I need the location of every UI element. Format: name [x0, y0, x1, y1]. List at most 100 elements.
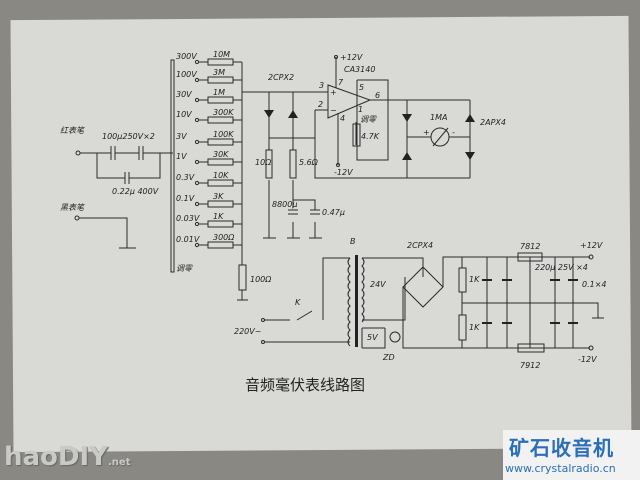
transformer-label: B: [350, 237, 356, 246]
range-resistor-label: 3K: [213, 192, 224, 201]
lamp-icon: [389, 331, 401, 343]
opamp-triangle: [327, 84, 372, 119]
range-resistor-label: 10K: [213, 171, 229, 180]
regulator-7812: [517, 252, 543, 262]
range-resistor: [207, 241, 234, 249]
range-resistor-label: 3M: [213, 68, 225, 77]
supply-wires: [402, 256, 604, 349]
bridge-label: 2CPX4: [407, 241, 433, 250]
bus-ground: [237, 290, 248, 301]
range-resistor: [207, 220, 234, 228]
bus-resistor-label: 100Ω: [250, 275, 272, 284]
range-label: 0.1V: [176, 194, 195, 203]
diagram-title: 音频毫伏表线路图: [245, 376, 365, 394]
range-label: 0.03V: [176, 214, 200, 223]
range-resistor-label: 30K: [213, 150, 229, 159]
out-neg-label: -12V: [578, 355, 597, 364]
black-probe-label: 黑表笔: [60, 203, 85, 212]
range-contact[interactable]: [194, 201, 200, 207]
range-contact[interactable]: [194, 139, 200, 145]
small-caps-label: 0.1×4: [582, 280, 607, 289]
bypass-cap-label: 0.22μ 400V: [112, 187, 159, 196]
range-resistor-label: 10M: [213, 50, 230, 59]
reg-neg-label: 7912: [520, 361, 540, 370]
out-pos-terminal: [588, 254, 594, 260]
vminus-terminal: [336, 163, 340, 167]
range-contact[interactable]: [194, 59, 200, 65]
switch-label[interactable]: K: [295, 298, 301, 307]
pin-4: 4: [340, 114, 345, 123]
meter-plus: +: [423, 128, 430, 137]
range-switch-wiper[interactable]: [170, 59, 175, 273]
pot-value: 4.7K: [361, 132, 380, 141]
range-resistor: [207, 58, 234, 66]
range-contact[interactable]: [194, 242, 200, 248]
range-resistor: [207, 138, 234, 146]
out-neg-terminal: [588, 345, 594, 351]
meter-diode-icons: [402, 114, 475, 160]
red-probe-terminal: [75, 150, 81, 156]
pot-label: 调零: [360, 115, 377, 124]
bridge-rectifier: [402, 266, 444, 308]
haodiy-text: haoDIY: [4, 442, 108, 472]
meter-label: 1MA: [430, 113, 447, 122]
transformer-wires: [264, 257, 424, 349]
range-resistor: [207, 96, 234, 104]
mains-terminal-1: [261, 318, 265, 322]
range-contact[interactable]: [194, 180, 200, 186]
range-contact[interactable]: [194, 97, 200, 103]
range-label: 1V: [176, 152, 187, 161]
pin-5: 5: [359, 83, 364, 92]
meter-minus: -: [452, 128, 455, 137]
red-probe-label: 红表笔: [60, 126, 85, 135]
mains-terminal-2: [261, 340, 265, 344]
range-contact[interactable]: [194, 117, 200, 123]
mains-label: 220V~: [234, 327, 261, 336]
resistor-5-6ohm: [289, 149, 297, 179]
range-contact[interactable]: [194, 221, 200, 227]
r1-label: 10Ω: [255, 158, 272, 167]
range-resistor: [207, 179, 234, 187]
range-resistor-label: 1M: [213, 88, 225, 97]
resistor-bus: [241, 62, 328, 265]
range-contact[interactable]: [194, 159, 200, 165]
range-resistor-label: 300K: [213, 108, 234, 117]
range-contact[interactable]: [194, 77, 200, 83]
caps-label: 220μ 25V ×4: [535, 263, 588, 272]
opamp-vminus: -12V: [334, 168, 353, 177]
c1-label: 8800μ: [272, 200, 297, 209]
protect-caps: [288, 209, 320, 215]
bus-resistor: [238, 264, 247, 291]
range-label: 3V: [176, 132, 187, 141]
pot-4-7k[interactable]: [352, 123, 361, 147]
resistor-10ohm: [265, 149, 273, 179]
input-wires: [80, 152, 173, 179]
out-pos-label: +12V: [580, 241, 603, 250]
watermark-url: www.crystalradio.cn: [505, 462, 616, 475]
resistor-1k-bottom: [458, 314, 467, 341]
range-resistor-label: 300Ω: [213, 233, 235, 242]
r2-label: 5.6Ω: [299, 158, 319, 167]
series-caps-label: 100μ250V×2: [102, 132, 155, 141]
meter-diodes-label: 2APX4: [480, 118, 506, 127]
opamp-plus: +: [330, 88, 337, 97]
opamp-part: CA3140: [344, 65, 375, 74]
meter-bridge-wires: [406, 100, 471, 178]
haodiy-tld: .net: [108, 457, 131, 468]
pin-1: 1: [358, 105, 363, 114]
r-top-label: 1K: [469, 275, 480, 284]
meter-needle: [432, 127, 449, 147]
range-label: 0.3V: [176, 173, 195, 182]
protect-wires: [263, 92, 322, 239]
vplus-terminal: [334, 55, 338, 59]
range-resistor: [207, 200, 234, 208]
secondary-label: 24V: [370, 280, 386, 289]
watermark-cn: 矿石收音机: [509, 436, 614, 460]
protect-diode-icons: [264, 110, 298, 118]
transformer-windings: [347, 257, 365, 347]
ground-wire: [79, 217, 136, 249]
pin-2: 2: [318, 100, 323, 109]
lamp-winding-label: 5V: [367, 333, 378, 342]
pin-6: 6: [375, 91, 380, 100]
